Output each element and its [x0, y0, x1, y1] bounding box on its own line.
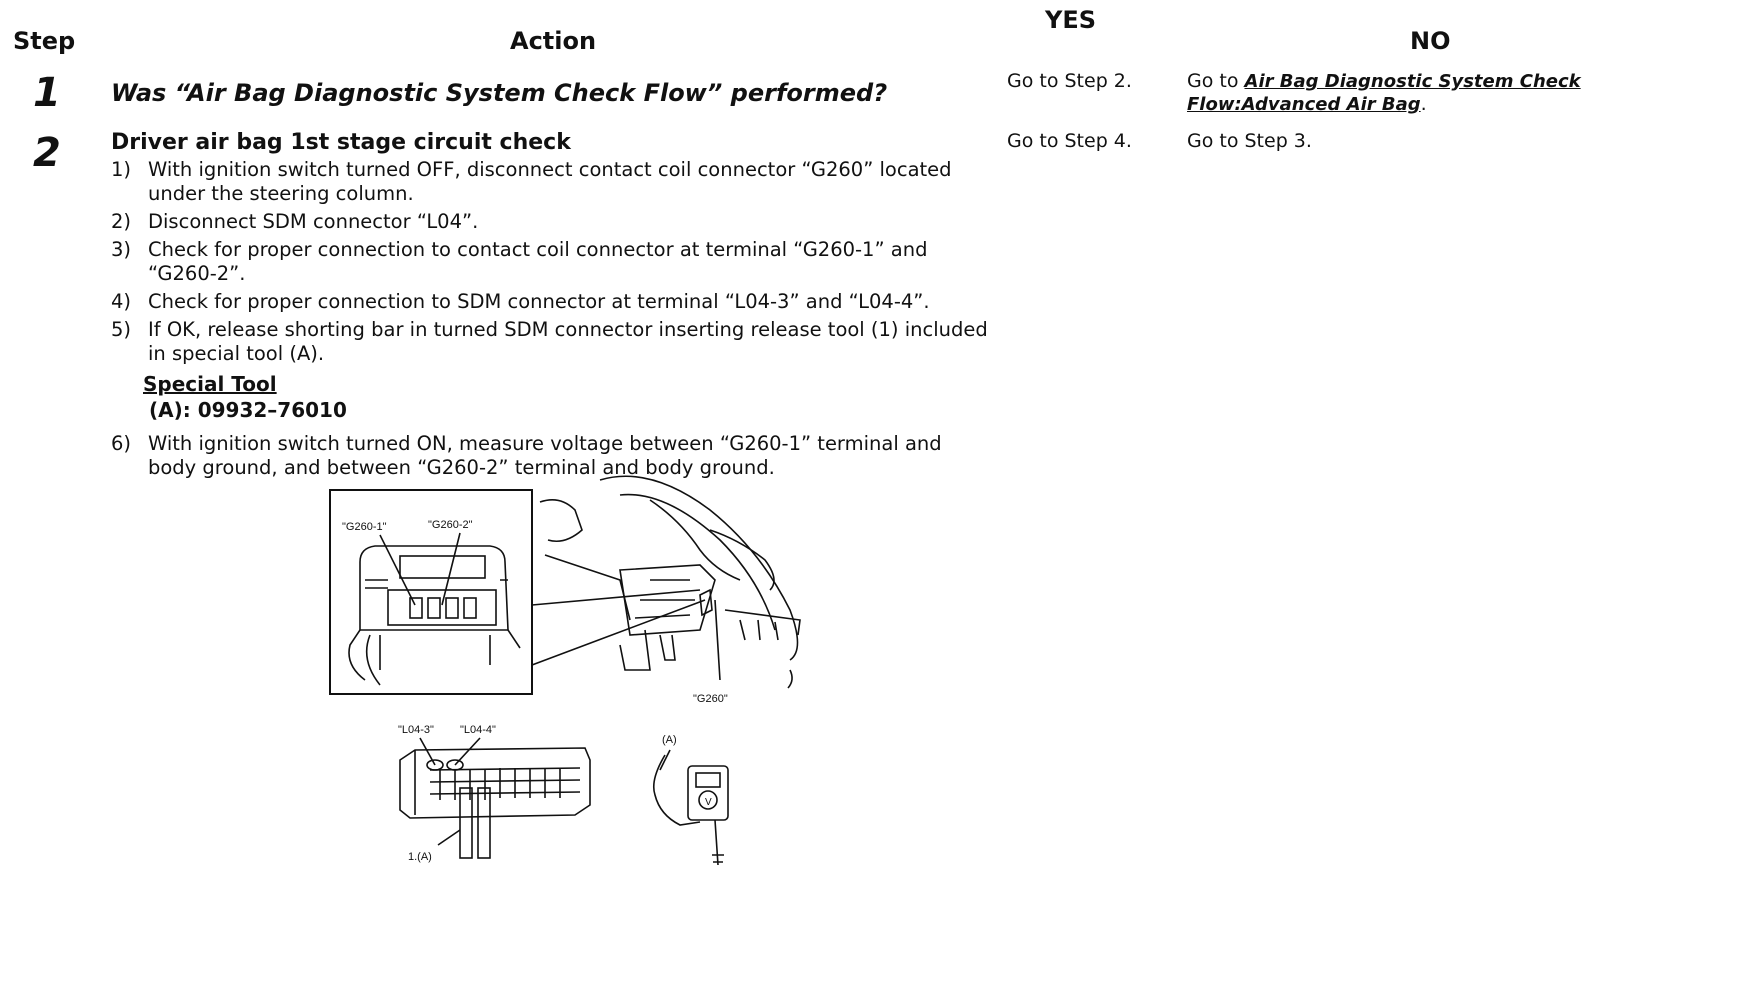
- connector-diagram: "G260-1" "G260-2" "G260" "L04-3" "L04-4": [329, 475, 801, 866]
- procedure-item-text: If OK, release shorting bar in turned SD…: [148, 318, 988, 365]
- step-2-procedure-list: 1) With ignition switch turned OFF, disc…: [111, 158, 991, 480]
- yes-column-header: YES: [1045, 6, 1097, 34]
- step-2-number: 2: [33, 130, 61, 176]
- steering-wheel-icon: [539, 475, 801, 689]
- release-tool-label: 1.(A): [408, 851, 432, 863]
- g260-2-label: "G260-2": [428, 519, 473, 531]
- g260-1-label: "G260-1": [342, 521, 387, 533]
- g260-terminal-leader-lines: [379, 532, 461, 606]
- release-tool-icon: [437, 787, 491, 859]
- voltmeter-v-label: V: [705, 797, 712, 808]
- sdm-connector-icon: [399, 747, 591, 819]
- procedure-item-text: With ignition switch turned OFF, disconn…: [148, 158, 952, 205]
- procedure-item: 3) Check for proper connection to contac…: [111, 238, 991, 286]
- step-1-no-action: Go to Air Bag Diagnostic System Check Fl…: [1187, 70, 1587, 116]
- procedure-item-text: Disconnect SDM connector “L04”.: [148, 210, 479, 233]
- procedure-item-text: Check for proper connection to contact c…: [148, 238, 928, 285]
- procedure-item-number: 3): [111, 238, 132, 261]
- connector-inset-frame: [329, 489, 533, 695]
- air-bag-check-flow-link[interactable]: Air Bag Diagnostic System Check Flow:Adv…: [1187, 71, 1581, 115]
- step-2-yes-action: Go to Step 4.: [1007, 130, 1132, 152]
- special-tool-value: (A): 09932–76010: [149, 398, 347, 422]
- procedure-item-text: With ignition switch turned ON, measure …: [148, 432, 942, 479]
- procedure-item-number: 4): [111, 290, 132, 313]
- g260-label: "G260": [693, 693, 728, 705]
- step-1-number: 1: [33, 70, 61, 116]
- procedure-item-number: 2): [111, 210, 132, 233]
- procedure-item: 5) If OK, release shorting bar in turned…: [111, 318, 991, 366]
- procedure-item: 6) With ignition switch turned ON, measu…: [111, 432, 991, 480]
- special-tool-label: Special Tool: [143, 372, 277, 396]
- procedure-item-number: 1): [111, 158, 132, 181]
- g260-connector-icon: [348, 545, 521, 686]
- action-column-header: Action: [510, 27, 597, 55]
- procedure-item-text: Check for proper connection to SDM conne…: [148, 290, 930, 313]
- procedure-item: 2) Disconnect SDM connector “L04”.: [111, 210, 991, 234]
- step-1-no-suffix: .: [1420, 93, 1427, 115]
- step-1-yes-action: Go to Step 2.: [1007, 70, 1132, 92]
- l04-3-label: "L04-3": [398, 724, 434, 736]
- step-1-no-prefix: Go to: [1187, 70, 1245, 92]
- inset-callout-lines: [531, 589, 706, 666]
- procedure-item-number: 6): [111, 432, 132, 455]
- no-column-header: NO: [1410, 27, 1451, 55]
- step-column-header: Step: [13, 27, 76, 55]
- procedure-item: 4) Check for proper connection to SDM co…: [111, 290, 991, 314]
- procedure-item-number: 5): [111, 318, 132, 341]
- step-1-question: Was “Air Bag Diagnostic System Check Flo…: [111, 79, 888, 107]
- l04-4-label: "L04-4": [460, 724, 496, 736]
- step-2-no-action: Go to Step 3.: [1187, 130, 1312, 152]
- voltmeter-icon: [652, 749, 729, 866]
- l04-terminal-leader-lines: [419, 737, 481, 766]
- special-tool-a-label: (A): [662, 734, 677, 746]
- procedure-item: 1) With ignition switch turned OFF, disc…: [111, 158, 991, 206]
- step-2-title: Driver air bag 1st stage circuit check: [111, 130, 571, 155]
